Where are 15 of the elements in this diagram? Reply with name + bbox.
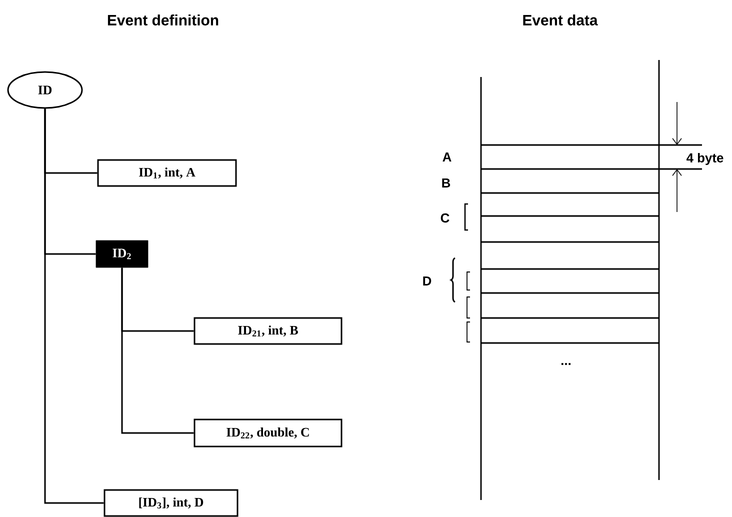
field-label: B xyxy=(442,178,450,188)
field-label: C xyxy=(440,213,450,223)
dimension-label: 4 byte xyxy=(686,152,724,166)
field-box: ID$_{22}$, double, C xyxy=(194,418,342,448)
connector-line xyxy=(44,108,104,504)
field-box: ID$_{21}$, int, B xyxy=(194,317,342,345)
connector-line xyxy=(121,268,194,434)
field-label: D xyxy=(423,276,432,286)
heading: Event data xyxy=(523,14,598,26)
group-box: ID$_{2}$ xyxy=(96,240,148,268)
heading: Event definition xyxy=(108,14,218,26)
field-box: ID$_{1}$, int, A xyxy=(97,159,237,187)
field-box: [ID$_{3}$], int, D xyxy=(104,489,238,517)
ellipsis-text: ... xyxy=(561,363,570,365)
field-label: A xyxy=(442,152,452,162)
